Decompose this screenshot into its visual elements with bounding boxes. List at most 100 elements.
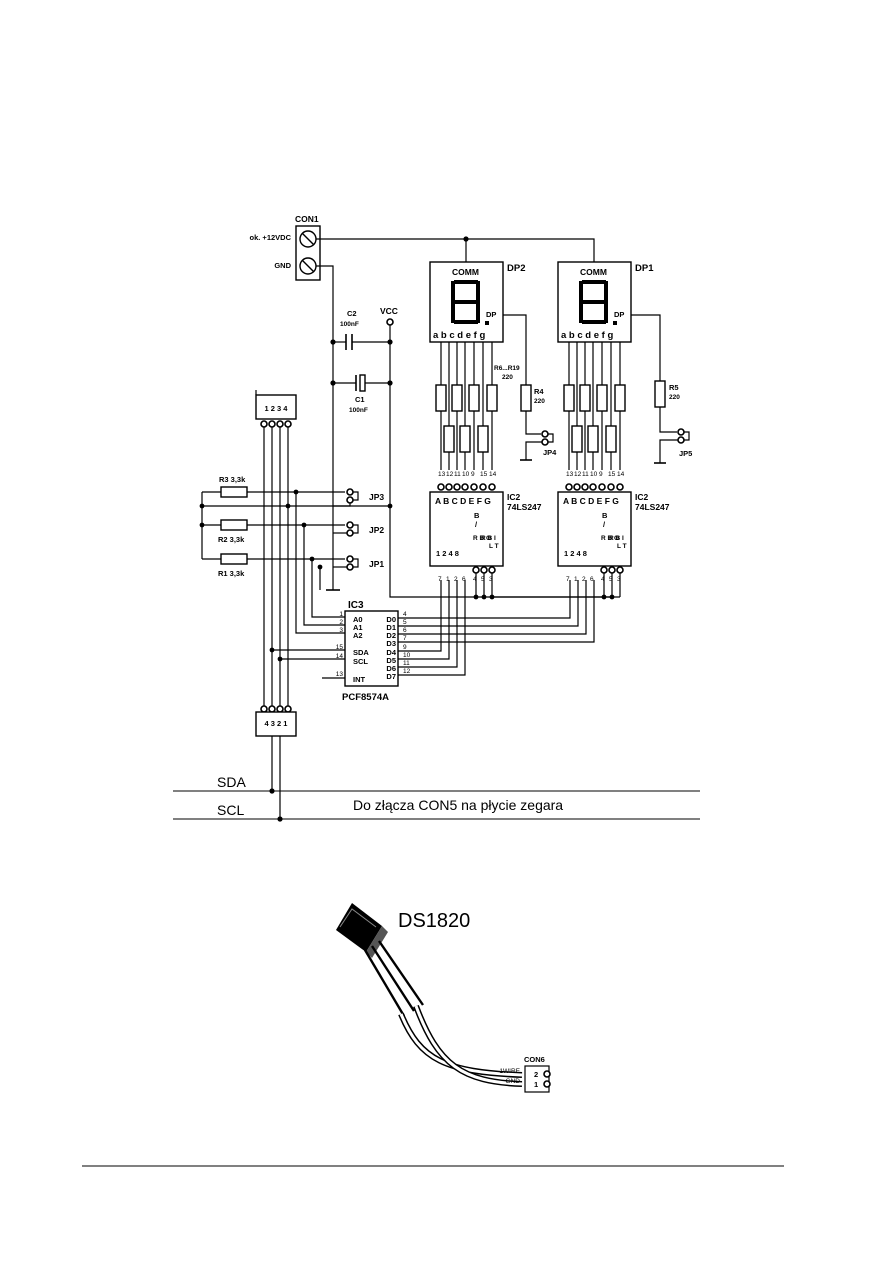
svg-text:13: 13 (566, 471, 574, 478)
svg-text:13: 13 (336, 671, 344, 678)
svg-text:4: 4 (473, 576, 477, 583)
svg-text:D3: D3 (386, 639, 396, 648)
capacitor-c1: C1 100nF (330, 374, 393, 414)
r3-label: R3 3,3k (219, 475, 246, 484)
r4-label: R4 (534, 387, 544, 396)
vcc-label: VCC (380, 306, 398, 316)
svg-text:A2: A2 (353, 631, 363, 640)
svg-text:74LS247: 74LS247 (635, 502, 670, 512)
svg-text:R B O: R B O (473, 535, 491, 542)
svg-text:/: / (603, 520, 606, 529)
svg-text:6: 6 (462, 576, 466, 583)
svg-text:COMM: COMM (580, 267, 607, 277)
svg-text:3: 3 (339, 627, 343, 634)
svg-text:IC2: IC2 (635, 492, 649, 502)
dp1-label: DP1 (635, 263, 654, 274)
con1-label: CON1 (295, 214, 319, 224)
header-top: 1 2 3 4 (255, 394, 297, 428)
svg-text:3: 3 (489, 576, 493, 583)
svg-text:D1: D1 (386, 623, 396, 632)
ic3-pcf8574a: IC3 A0 A1 A2 SDA SCL INT 1 2 3 15 14 13 … (336, 600, 411, 703)
header-bottom-pins: 4 3 2 1 (265, 719, 288, 728)
svg-text:9: 9 (403, 644, 407, 651)
svg-text:15: 15 (608, 471, 616, 478)
display-dp1: COMM DP1 DP a b c d e f g (557, 261, 654, 343)
svg-text:D7: D7 (386, 672, 396, 681)
svg-text:1: 1 (446, 576, 450, 583)
svg-text:9: 9 (471, 471, 475, 478)
svg-text:12: 12 (403, 668, 411, 675)
svg-text:R B O: R B O (601, 535, 619, 542)
svg-text:2: 2 (339, 619, 343, 626)
svg-text:7: 7 (403, 635, 407, 642)
svg-text:A1: A1 (353, 623, 363, 632)
svg-text:11: 11 (454, 471, 461, 478)
svg-text:R B I: R B I (609, 535, 624, 542)
svg-text:5: 5 (403, 619, 407, 626)
svg-text:11: 11 (403, 660, 410, 667)
connector-con6: CON6 2 1 1WIRE GND (499, 1055, 551, 1093)
header-bottom: 4 3 2 1 (255, 705, 297, 737)
svg-text:1 2 4 8: 1 2 4 8 (564, 549, 587, 558)
jumper-jp1: JP1 (333, 555, 384, 571)
display-dp2: COMM DP2 DP a b c d e f g (429, 261, 525, 343)
svg-text:4: 4 (601, 576, 605, 583)
svg-text:1 2 4 8: 1 2 4 8 (436, 549, 459, 558)
con1-gnd-label: GND (274, 261, 291, 270)
resistor-array-right (563, 342, 626, 470)
svg-text:6: 6 (590, 576, 594, 583)
svg-text:IC2: IC2 (507, 492, 521, 502)
dp2-segment-labels: a b c d e f g (433, 330, 485, 341)
r5-value: 220 (669, 394, 680, 401)
bus-destination-note: Do złącza CON5 na płycie zegara (353, 797, 563, 813)
jp4-label: JP4 (543, 448, 557, 457)
svg-text:13: 13 (438, 471, 446, 478)
svg-text:15: 15 (480, 471, 488, 478)
svg-text:4: 4 (403, 611, 407, 618)
r4-value: 220 (534, 398, 545, 405)
jumper-jp3: JP3 (333, 488, 384, 507)
con6-1wire-label: 1WIRE (499, 1068, 520, 1075)
jumper-jp4: JP4 (520, 430, 557, 461)
con6-gnd-label: GND (506, 1078, 521, 1085)
svg-text:1: 1 (574, 576, 578, 583)
r6-r19-label: R6...R19 (494, 365, 520, 372)
c2-label: C2 (347, 309, 357, 318)
header-top-pins: 1 2 3 4 (265, 404, 289, 413)
ic2-right-74ls247: 13 12 11 10 9 15 14 A B C D E F G B / 1 … (557, 471, 670, 583)
r6-r19-value: 220 (502, 374, 513, 381)
svg-text:SCL: SCL (353, 657, 368, 666)
ic2-left-74ls247: 13 12 11 10 9 15 14 A B C D E F G B / 1 … (429, 471, 542, 583)
svg-text:A B C D E F G: A B C D E F G (563, 496, 619, 506)
con6-label: CON6 (524, 1055, 545, 1064)
r2-label: R2 3,3k (218, 535, 245, 544)
svg-text:B: B (602, 511, 608, 520)
svg-text:15: 15 (336, 644, 344, 651)
svg-text:D5: D5 (386, 656, 396, 665)
resistor-r2: R2 3,3k (202, 519, 345, 544)
seven-segment-icon (451, 280, 489, 325)
svg-text:7: 7 (566, 576, 570, 583)
svg-text:7: 7 (438, 576, 442, 583)
r5-label: R5 (669, 383, 679, 392)
svg-text:D6: D6 (386, 664, 396, 673)
to92-package-icon (336, 903, 388, 958)
svg-text:14: 14 (617, 471, 625, 478)
ic3-name: IC3 (348, 600, 364, 611)
svg-text:D2: D2 (386, 631, 396, 640)
svg-text:INT: INT (353, 675, 366, 684)
svg-text:2: 2 (534, 1070, 538, 1079)
svg-text:D4: D4 (386, 648, 396, 657)
seven-segment-icon (579, 280, 617, 325)
svg-text:DP: DP (614, 310, 624, 319)
c1-label: C1 (355, 395, 365, 404)
svg-text:L T: L T (489, 543, 499, 550)
dp1-segment-labels: a b c d e f g (561, 330, 613, 341)
jp2-label: JP2 (369, 525, 384, 535)
svg-text:DP: DP (486, 310, 496, 319)
svg-text:/: / (475, 520, 478, 529)
jp1-label: JP1 (369, 559, 384, 569)
svg-text:2: 2 (454, 576, 458, 583)
c2-value: 100nF (340, 321, 359, 328)
connector-con1: CON1 ok. +12VDC GND (250, 214, 321, 281)
